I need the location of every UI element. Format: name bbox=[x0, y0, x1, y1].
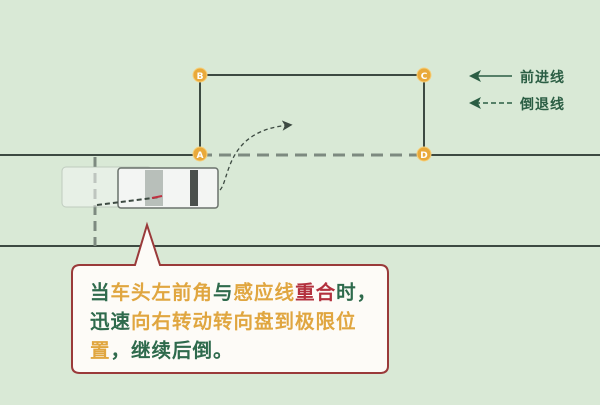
legend-reverse-label: 倒退线 bbox=[520, 97, 565, 113]
callout-seg: ，继续后倒。 bbox=[110, 339, 234, 362]
point-a-marker: A bbox=[192, 146, 208, 162]
point-b-marker: B bbox=[192, 67, 208, 83]
point-c-marker: C bbox=[416, 67, 432, 83]
car bbox=[96, 167, 219, 209]
callout-seg: 向右转动转向盘到极限位置 bbox=[90, 310, 357, 362]
callout-seg: 重合 bbox=[295, 281, 337, 304]
reverse-path-arrow bbox=[219, 120, 293, 191]
parking-box bbox=[199, 74, 425, 155]
svg-text:C: C bbox=[421, 72, 428, 82]
callout-seg: 与 bbox=[213, 281, 234, 304]
legend-forward-label: 前进线 bbox=[520, 70, 565, 86]
svg-text:B: B bbox=[197, 72, 204, 82]
callout-text: 当车头左前角与感应线重合时，迅速向右转动转向盘到极限位置，继续后倒。 bbox=[90, 278, 380, 365]
svg-text:D: D bbox=[420, 151, 427, 161]
callout-box bbox=[71, 221, 389, 374]
svg-text:A: A bbox=[197, 151, 204, 161]
callout-seg: 时，迅速 bbox=[90, 281, 378, 333]
callout-seg: 车头左前角 bbox=[110, 281, 214, 304]
point-d-marker: D bbox=[416, 146, 432, 162]
callout-seg: 当 bbox=[90, 281, 111, 304]
callout-seg: 感应线 bbox=[233, 281, 296, 304]
